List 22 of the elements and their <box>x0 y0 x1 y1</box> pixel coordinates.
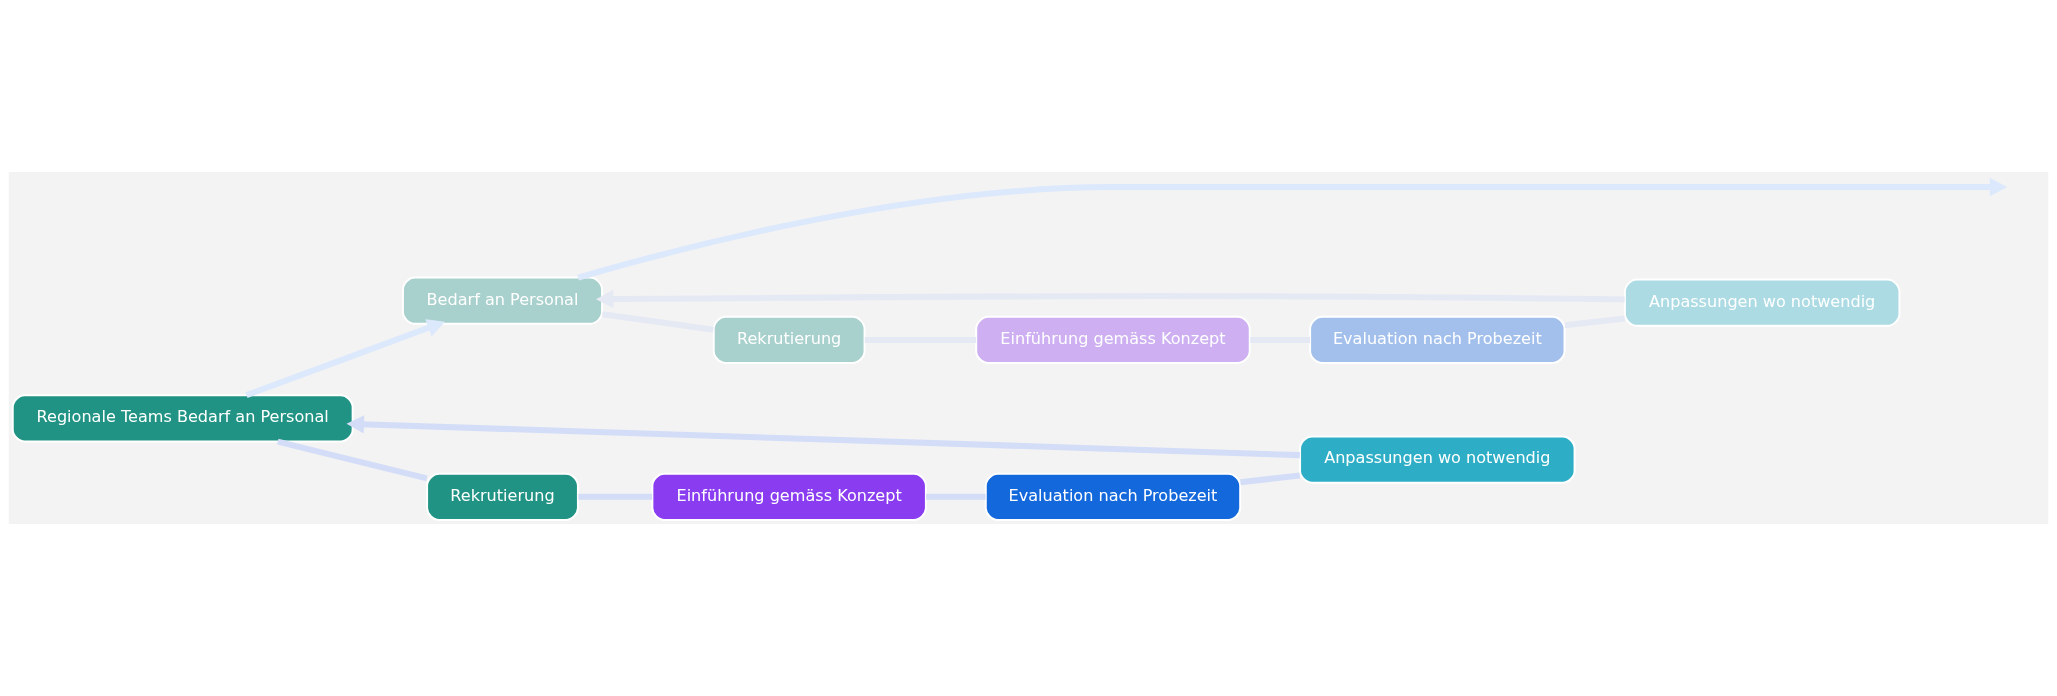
arrow <box>595 289 1625 309</box>
node-box: Evaluation nach Probezeit <box>984 472 1242 521</box>
arrow <box>245 319 445 398</box>
node-box: Einführung gemäss Konzept <box>651 472 927 521</box>
connector <box>277 438 428 482</box>
connector <box>926 493 986 500</box>
connector <box>1250 336 1311 343</box>
node-box: Einführung gemäss Konzept <box>975 315 1251 365</box>
arrow <box>346 415 1300 459</box>
node-box: Rekrutierung <box>712 315 866 365</box>
connector <box>864 336 977 343</box>
node-box: Evaluation nach Probezeit <box>1309 315 1566 365</box>
node-box: Anpassungen wo notwendig <box>1299 435 1576 484</box>
arrow <box>577 177 2008 281</box>
connector <box>1564 315 1626 329</box>
node-box: Rekrutierung <box>426 472 579 521</box>
connector <box>1240 472 1301 486</box>
node-box: Regionale Teams Bedarf an Personal <box>11 394 354 443</box>
connector <box>578 493 653 500</box>
node-box: Anpassungen wo notwendig <box>1623 278 1901 327</box>
node-box: Bedarf an Personal <box>401 276 604 325</box>
connector <box>601 311 714 333</box>
